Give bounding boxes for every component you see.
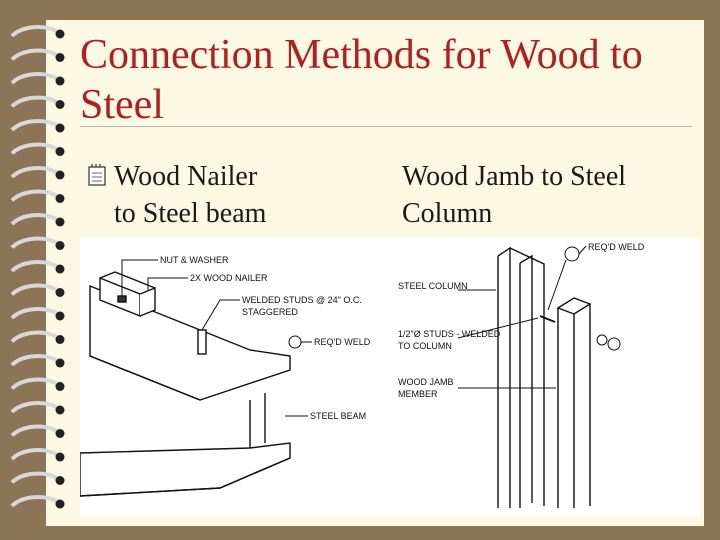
spiral-binding: [10, 25, 65, 509]
label-steel-beam: STEEL BEAM: [310, 411, 366, 421]
label-to-column: TO COLUMN: [398, 341, 452, 351]
label-reqd-weld-right: REQ'D WELD: [588, 242, 645, 252]
bullet-right-line1: Wood Jamb to Steel: [402, 161, 627, 192]
binding-ring: [10, 330, 59, 344]
binding-ring: [10, 377, 59, 391]
binding-ring: [10, 424, 59, 438]
bullet-left-line2: to Steel beam: [114, 198, 267, 229]
binding-ring: [10, 25, 59, 38]
binding-ring: [10, 448, 59, 461]
binding-hole: [55, 311, 65, 321]
binding-ring: [10, 307, 59, 320]
binding-hole: [55, 147, 65, 156]
binding-ring: [10, 401, 59, 414]
label-half-inch-studs: 1/2"Ø STUDS - WELDED: [398, 329, 501, 339]
binding-ring: [10, 72, 59, 85]
binding-ring: [10, 95, 59, 109]
label-welded-studs: WELDED STUDS @ 24" O.C.: [242, 295, 362, 305]
binding-ring: [10, 189, 59, 203]
binding-hole: [55, 358, 65, 368]
binding-ring: [10, 236, 59, 250]
binding-hole: [55, 123, 65, 133]
binding-ring: [10, 48, 59, 62]
label-staggered: STAGGERED: [242, 307, 298, 317]
binding-ring: [10, 260, 59, 273]
column-drawing: [457, 245, 621, 508]
binding-ring: [10, 119, 59, 132]
binding-hole: [55, 452, 65, 462]
binding-hole: [55, 476, 65, 485]
label-wood-jamb: WOOD JAMB: [398, 377, 454, 387]
title-divider: [80, 126, 692, 127]
label-reqd-weld-left: REQ'D WELD: [314, 337, 371, 347]
binding-hole: [55, 382, 65, 391]
label-wood-nailer: 2X WOOD NAILER: [190, 273, 268, 283]
binding-hole: [55, 100, 65, 109]
binding-hole: [55, 194, 65, 203]
binding-hole: [55, 217, 65, 227]
binding-ring: [10, 166, 59, 179]
binding-hole: [55, 264, 65, 274]
binding-ring: [10, 283, 59, 297]
binding-ring: [10, 471, 59, 485]
connection-drawings: NUT & WASHER 2X WOOD NAILER WELDED STUDS…: [80, 238, 700, 516]
binding-ring: [10, 354, 59, 367]
bullet-right-line2: Column: [402, 198, 493, 229]
binding-hole: [55, 288, 65, 297]
binding-hole: [55, 241, 65, 250]
binding-hole: [55, 405, 65, 415]
beam-drawing: [80, 259, 312, 497]
binding-hole: [55, 29, 65, 39]
slide-title: Connection Methods for Wood to Steel: [80, 32, 643, 128]
binding-hole: [55, 429, 65, 438]
bullet-right: Wood Jamb to Steel Column: [402, 158, 692, 232]
label-nut-washer: NUT & WASHER: [160, 255, 229, 265]
binding-ring: [10, 213, 59, 226]
binding-hole: [55, 170, 65, 180]
binding-hole: [55, 53, 65, 62]
label-steel-column: STEEL COLUMN: [398, 281, 468, 291]
bullet-left: Wood Nailer to Steel beam: [86, 158, 366, 232]
binding-ring: [10, 495, 59, 508]
binding-hole: [55, 76, 65, 86]
binding-hole: [55, 499, 65, 509]
binding-ring: [10, 142, 59, 156]
notepad-bullet-icon: [88, 164, 106, 186]
bullet-left-line1: Wood Nailer: [114, 161, 258, 192]
binding-hole: [55, 335, 65, 344]
label-member: MEMBER: [398, 389, 438, 399]
